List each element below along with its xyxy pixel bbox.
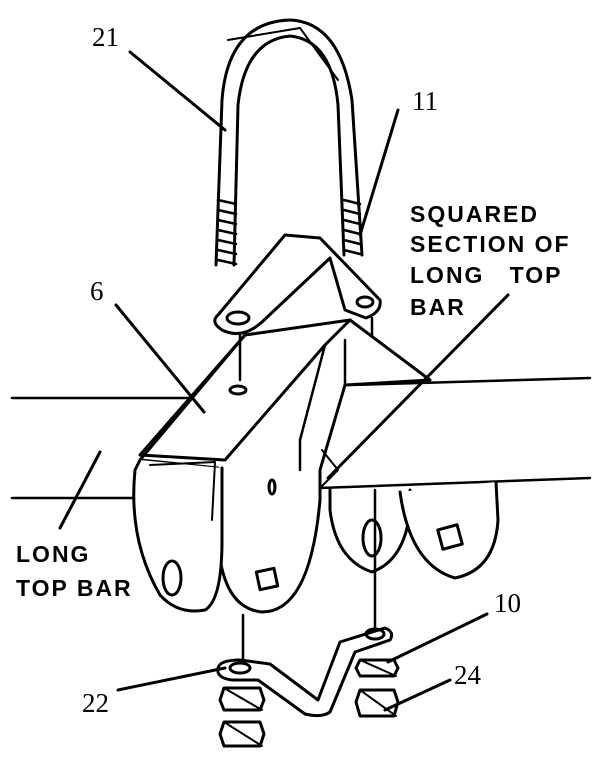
main-bracket xyxy=(132,318,432,614)
callout-22: 22 xyxy=(82,688,109,718)
leader-lines xyxy=(58,50,510,712)
u-bolt-thread-left xyxy=(216,198,238,266)
long-top-bar-label: LONG TOP BAR xyxy=(16,541,133,601)
main-bracket-square-hole xyxy=(254,566,280,592)
squared-section-line-1: SQUARED xyxy=(410,201,539,227)
top-bracket-hole-left xyxy=(225,310,251,326)
callout-6: 6 xyxy=(90,276,104,306)
squared-section-line-4: BAR xyxy=(410,294,466,320)
u-bolt-thread-right xyxy=(342,198,362,256)
leader-long-top-bar xyxy=(58,450,102,530)
leader-10 xyxy=(386,612,489,664)
squared-section-label: SQUARED SECTION OF LONG TOP BAR xyxy=(410,201,571,320)
bottom-bracket xyxy=(216,626,394,718)
main-bracket-hole-left xyxy=(161,559,183,597)
squared-section-line-2: SECTION OF xyxy=(410,231,571,257)
top-v-bracket xyxy=(213,233,382,336)
squared-section-line-3: LONG TOP xyxy=(410,262,562,288)
callout-24: 24 xyxy=(454,660,482,690)
long-top-bar-line-2: TOP BAR xyxy=(16,575,133,601)
leader-11 xyxy=(358,108,400,237)
u-bolt xyxy=(214,18,364,267)
callout-11: 11 xyxy=(412,86,438,116)
top-bracket-hole-right xyxy=(355,295,375,309)
callout-10: 10 xyxy=(494,588,521,618)
leader-6 xyxy=(114,303,206,414)
long-top-bar-line-1: LONG xyxy=(16,541,90,567)
leader-squared xyxy=(326,293,510,480)
leader-22 xyxy=(116,666,227,692)
main-bracket-hole-top xyxy=(228,384,248,396)
leader-24 xyxy=(383,678,452,712)
main-bracket-slot xyxy=(267,478,277,496)
rear-bracket-plate xyxy=(328,480,500,580)
leader-21 xyxy=(128,50,227,132)
callout-21: 21 xyxy=(92,22,119,52)
assembly-guide-lines xyxy=(238,316,377,662)
